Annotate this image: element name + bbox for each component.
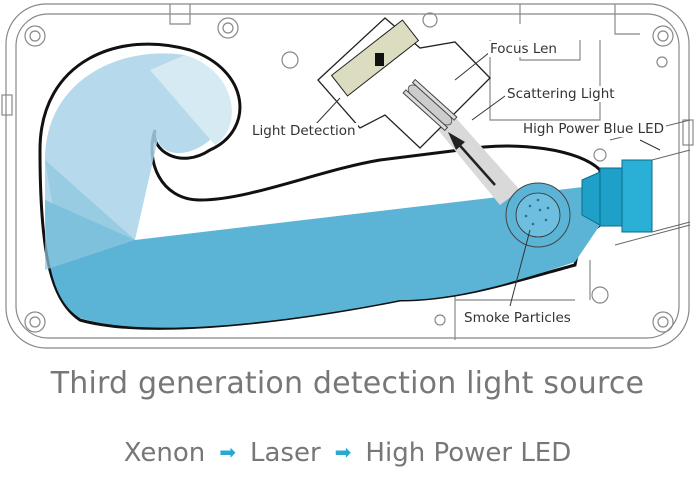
label-focus-len: Focus Len bbox=[488, 41, 559, 57]
label-high-power-blue-led: High Power Blue LED bbox=[521, 121, 667, 137]
step-laser: Laser bbox=[250, 438, 321, 468]
step-xenon: Xenon bbox=[123, 438, 206, 468]
light-detector bbox=[317, 17, 491, 149]
label-scattering-light: Scattering Light bbox=[505, 86, 617, 102]
scatter-direction-arrow bbox=[448, 132, 496, 186]
focus-lens bbox=[402, 78, 458, 132]
label-light-detection: Light Detection bbox=[250, 123, 358, 139]
leader-lines bbox=[314, 51, 661, 307]
label-smoke-particles: Smoke Particles bbox=[462, 310, 573, 326]
smoke-particles bbox=[505, 182, 571, 248]
arrow-right-icon: ➡ bbox=[334, 439, 352, 464]
smoke-detector-diagram bbox=[1, 3, 694, 349]
light-source-evolution: Xenon ➡ Laser ➡ High Power LED bbox=[0, 438, 695, 468]
page-title: Third generation detection light source bbox=[50, 366, 645, 401]
light-beam bbox=[45, 53, 600, 328]
arrow-right-icon: ➡ bbox=[219, 439, 236, 464]
step-high-power-led: High Power LED bbox=[365, 438, 572, 468]
